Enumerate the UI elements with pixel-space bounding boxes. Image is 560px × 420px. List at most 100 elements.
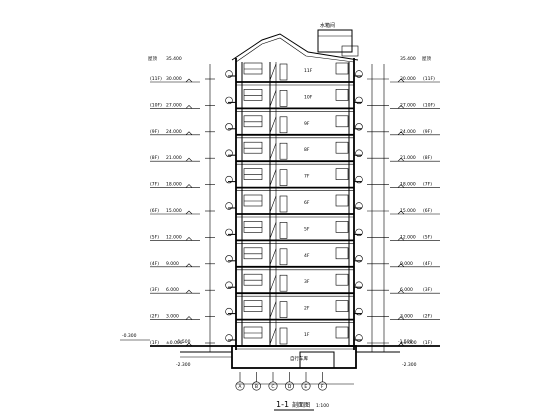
left-floor-tag: (8F) <box>150 155 159 161</box>
right-window <box>335 89 349 101</box>
interior-door <box>279 327 288 345</box>
left-window <box>243 62 263 75</box>
left-level-value: 6.000 <box>166 287 179 293</box>
left-window <box>243 168 263 180</box>
stair-flight <box>269 275 277 292</box>
roof-inner <box>235 37 355 63</box>
left-level-triangle <box>185 342 193 347</box>
right-floor-tag: (11F) <box>423 76 435 82</box>
roof-level-left: 35.400 <box>166 56 182 62</box>
left-detail-circle <box>225 70 233 78</box>
left-detail-circle <box>225 255 233 263</box>
left-detail-circle <box>225 281 233 289</box>
axis-bubble <box>252 381 262 391</box>
roof-tag-right: 屋顶 <box>422 56 431 62</box>
left-detail-circle <box>225 334 233 342</box>
right-window <box>335 62 349 75</box>
floor-room-label: 5F <box>304 226 310 232</box>
right-floor-tag: (2F) <box>423 314 432 320</box>
left-window <box>243 247 263 260</box>
right-level-value: 3.000 <box>400 314 413 320</box>
stair-flight <box>269 169 277 186</box>
left-level-value: 12.000 <box>166 234 182 240</box>
right-level-value: 27.000 <box>400 102 416 108</box>
left-floor-tag: (6F) <box>150 208 159 214</box>
right-detail-circle <box>355 70 363 78</box>
axis-marker: A <box>235 372 245 391</box>
right-detail-circle <box>355 255 363 263</box>
roof-tag-left: 屋顶 <box>148 56 157 62</box>
left-window <box>243 326 263 339</box>
right-window <box>335 194 349 207</box>
right-detail-circle <box>355 228 363 237</box>
right-level-value: 30.000 <box>400 76 416 82</box>
axis-label: C <box>271 384 274 390</box>
axis-label: B <box>255 384 258 390</box>
floor-room-label: 11F <box>304 68 313 74</box>
bottom-level-right: -2.300 <box>402 362 417 368</box>
right-detail-circle <box>355 175 363 184</box>
water-tank-room <box>317 29 353 53</box>
ground-level-right: -1.500 <box>398 339 413 345</box>
left-detail-circle <box>225 202 233 210</box>
right-detail-circle <box>355 281 363 289</box>
interior-door <box>279 274 288 292</box>
left-level-triangle <box>185 289 193 294</box>
interior-door <box>279 222 288 239</box>
right-level-triangle <box>397 316 405 320</box>
left-floor-tag: (1F) <box>150 340 159 346</box>
left-window <box>243 194 263 207</box>
right-level-value: 15.000 <box>400 208 416 214</box>
right-floor-tag: (1F) <box>423 340 432 346</box>
right-detail-circle <box>355 202 363 210</box>
left-window <box>243 115 263 128</box>
left-detail-circle <box>225 123 233 131</box>
floor-room-label: 10F <box>304 94 313 100</box>
stair-flight <box>269 143 277 160</box>
left-window <box>243 300 263 312</box>
floor-room-label: 1F <box>304 332 310 338</box>
right-floor-tag: (9F) <box>423 129 432 135</box>
left-floor-tag: (4F) <box>150 261 159 267</box>
right-level-value: 24.000 <box>400 129 416 135</box>
right-window <box>335 273 349 286</box>
floor-room-label: 6F <box>304 200 310 206</box>
left-level-value: ±0.000 <box>166 340 183 346</box>
interior-door <box>279 195 288 213</box>
axis-label: D <box>288 384 292 390</box>
right-level-triangle <box>397 131 405 136</box>
right-detail-circle <box>355 123 363 131</box>
right-detail-circle <box>355 334 363 342</box>
right-level-triangle <box>397 157 405 162</box>
left-detail-circle <box>225 96 233 105</box>
stair-flight <box>269 116 277 133</box>
stair-flight <box>269 327 277 345</box>
right-floor-tag: (6F) <box>423 208 432 214</box>
right-level-value: 18.000 <box>400 182 416 188</box>
right-level-value: 21.000 <box>400 155 416 161</box>
right-floor-tag: (3F) <box>423 287 432 293</box>
stair-flight <box>269 222 277 239</box>
floor-room-label: 3F <box>304 279 310 285</box>
interior-door <box>279 169 288 186</box>
right-floor-tag: (7F) <box>423 182 432 188</box>
right-level-triangle <box>397 236 405 241</box>
left-level-value: 21.000 <box>166 155 182 161</box>
left-level-triangle <box>185 263 193 268</box>
right-window <box>335 300 349 312</box>
right-level-triangle <box>397 184 405 188</box>
interior-door <box>279 142 288 160</box>
right-floor-tag: (8F) <box>423 155 432 161</box>
left-floor-tag: (5F) <box>150 234 159 240</box>
axis-label: E <box>304 384 307 390</box>
axis-marker: C <box>268 372 278 391</box>
left-window <box>243 273 263 286</box>
right-detail-circle <box>355 149 363 157</box>
